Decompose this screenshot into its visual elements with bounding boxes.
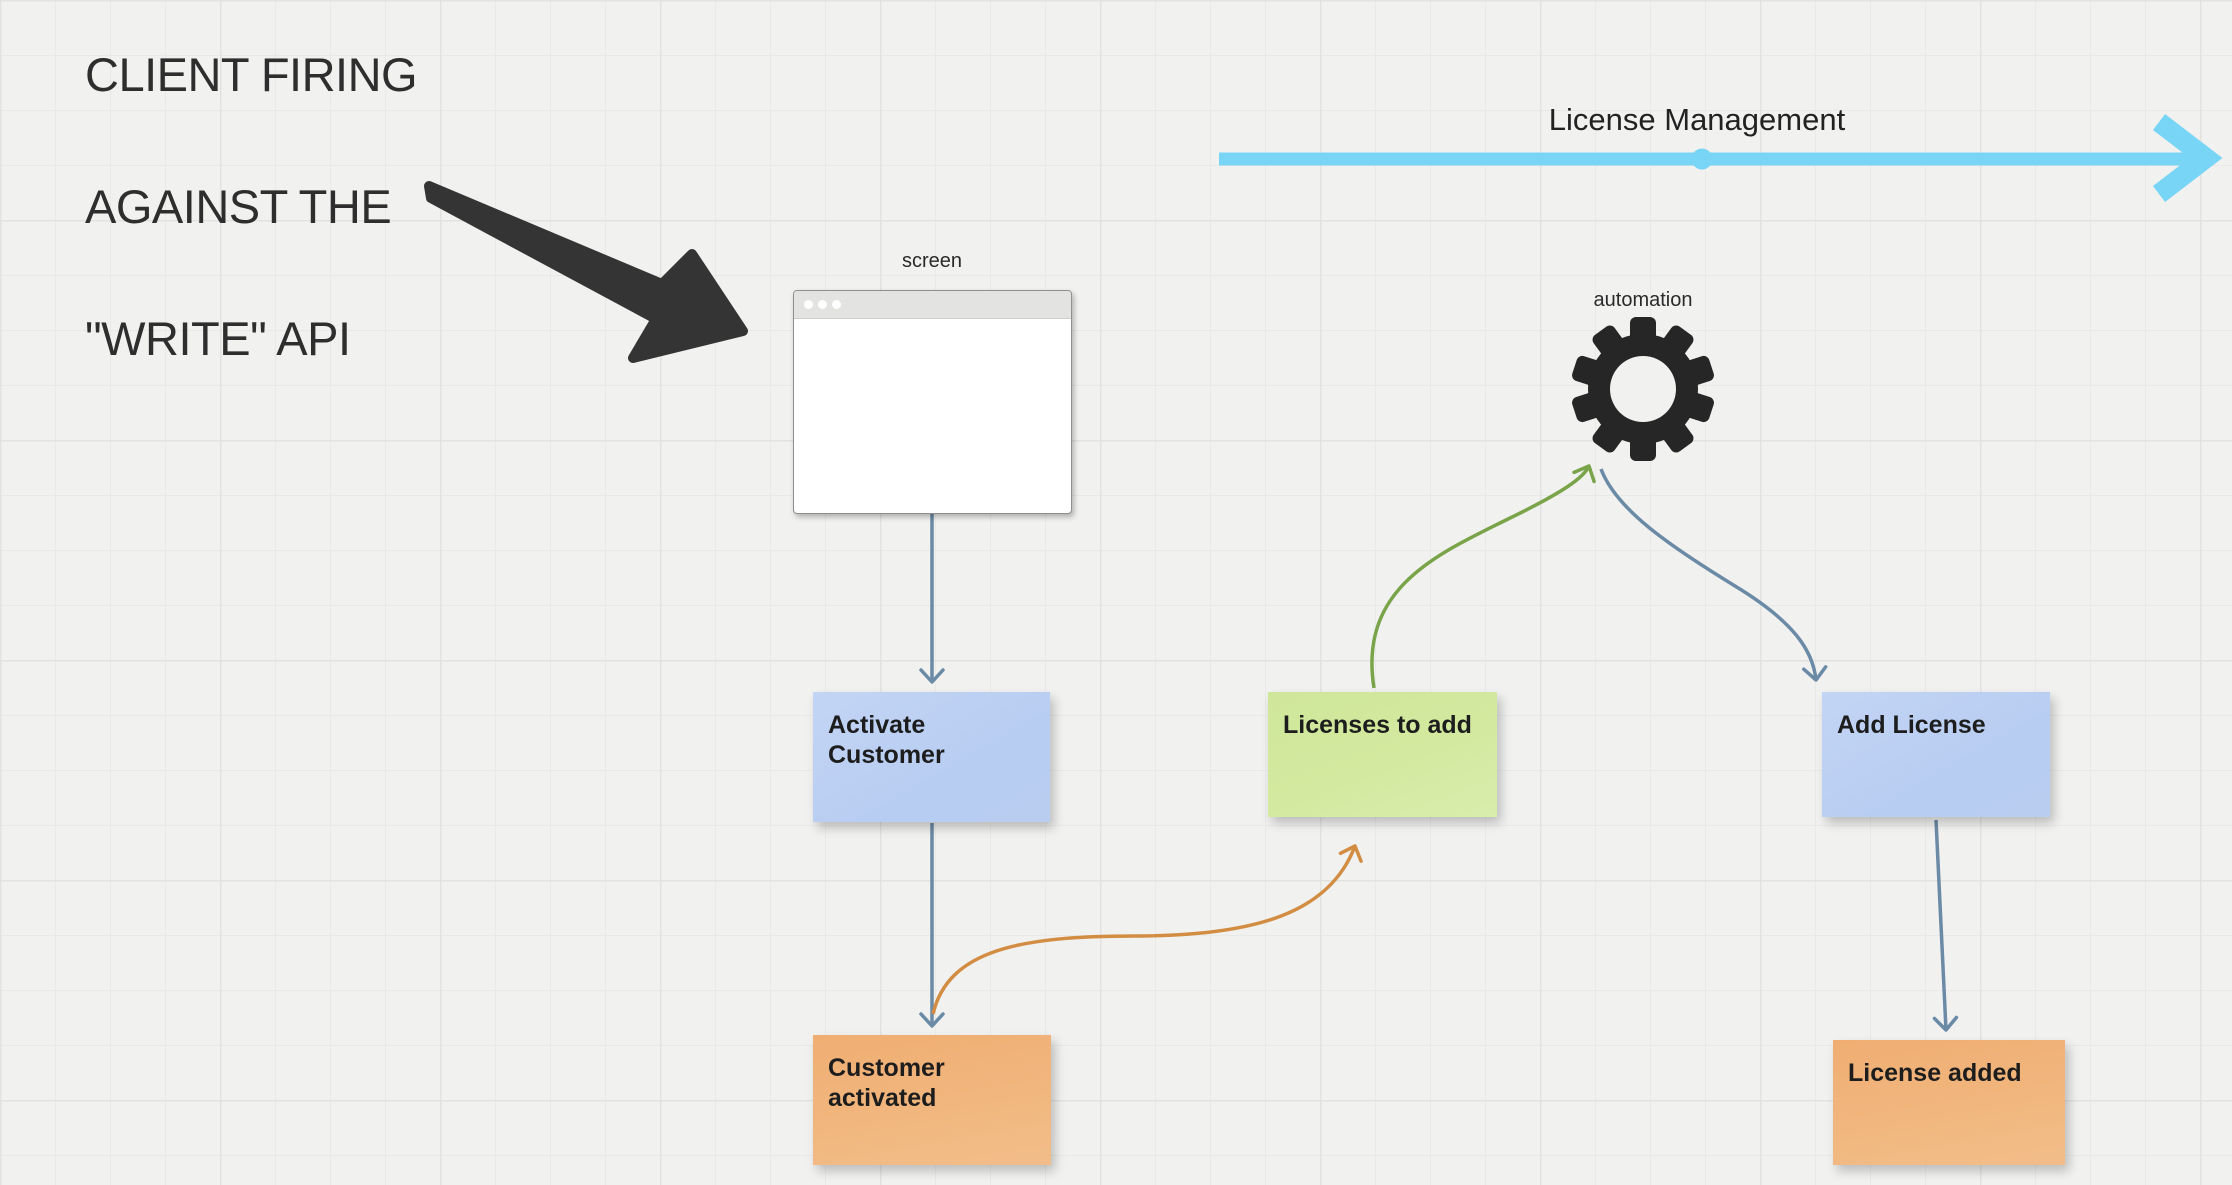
annotation-text[interactable]: CLIENT FIRING AGAINST THE "WRITE" API xyxy=(85,42,605,372)
note-licenses-to-add[interactable]: Licenses to add xyxy=(1268,692,1497,817)
connector-add-license-to-license-added[interactable] xyxy=(1932,819,1959,1032)
connector-automation-to-add-license[interactable] xyxy=(1599,468,1828,682)
connector-licenses-to-automation[interactable] xyxy=(1370,464,1596,689)
browser-window[interactable] xyxy=(793,290,1072,514)
annotation-line-2: AGAINST THE xyxy=(85,180,392,233)
timeline-dot[interactable] xyxy=(1691,148,1713,170)
window-dot xyxy=(804,300,813,309)
gear-icon[interactable] xyxy=(1571,317,1716,461)
note-add-license[interactable]: Add License xyxy=(1822,692,2050,817)
annotation-arrow[interactable] xyxy=(424,181,748,363)
timeline-label[interactable]: License Management xyxy=(1548,102,1846,137)
window-dot xyxy=(818,300,827,309)
timeline-arrow[interactable] xyxy=(1219,114,2223,202)
window-titlebar xyxy=(794,291,1071,319)
note-label: Customer activated xyxy=(828,1054,945,1112)
note-label: Activate Customer xyxy=(828,711,945,769)
annotation-line-1: CLIENT FIRING xyxy=(85,48,418,101)
annotation-line-3: "WRITE" API xyxy=(85,312,351,365)
window-dot xyxy=(832,300,841,309)
connector-customer-activated-to-licenses[interactable] xyxy=(931,844,1363,1015)
note-label: Licenses to add xyxy=(1283,711,1472,739)
note-label: License added xyxy=(1848,1059,2022,1087)
automation-label: automation xyxy=(1593,289,1693,311)
screen-label: screen xyxy=(901,250,963,272)
note-label: Add License xyxy=(1837,711,1986,739)
note-license-added[interactable]: License added xyxy=(1833,1040,2065,1165)
note-activate-customer[interactable]: Activate Customer xyxy=(813,692,1050,822)
note-customer-activated[interactable]: Customer activated xyxy=(813,1035,1051,1165)
